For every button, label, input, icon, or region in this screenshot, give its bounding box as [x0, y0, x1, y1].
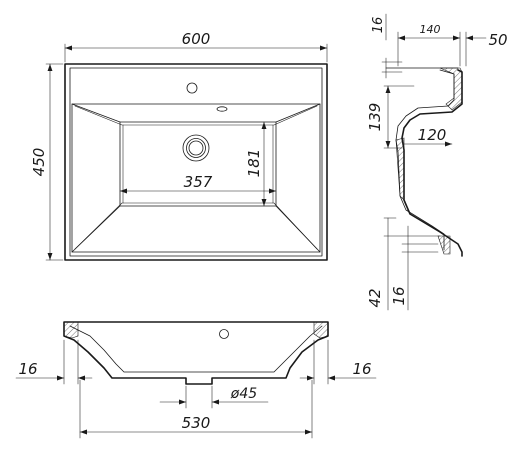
side-hatch-back	[395, 137, 405, 201]
dim-front-left-wall: 16	[18, 360, 37, 378]
tap-hole-icon	[186, 82, 198, 94]
side-hatch-top	[439, 67, 463, 111]
side-hatch-bottom	[437, 235, 451, 255]
plan-rim	[69, 67, 323, 257]
plan-view: 600 450 357 181	[30, 30, 328, 261]
dim-depth: 450	[30, 148, 48, 177]
plan-outline	[64, 63, 328, 261]
front-hatch-right	[313, 321, 329, 339]
dim-bowl-depth: 181	[245, 149, 263, 178]
front-hatch-left	[63, 321, 79, 339]
dim-side-bottom-height: 42	[366, 288, 384, 307]
dim-top-width: 600	[182, 30, 211, 48]
front-section: 16 16 ø45 530	[15, 321, 377, 439]
plan-front-slope-inner	[74, 202, 318, 250]
plan-back-slope	[71, 103, 321, 123]
drain-outer-icon	[182, 134, 210, 162]
front-overflow-icon	[219, 329, 229, 339]
dim-bottom-width: 530	[182, 414, 211, 432]
plan-front-slope	[71, 205, 321, 253]
dim-bowl-width: 357	[184, 173, 213, 191]
front-profile-outer	[63, 321, 329, 385]
dim-side-bowl-height: 139	[366, 103, 384, 132]
dim-side-top-thickness: 16	[371, 17, 386, 34]
overflow-icon	[216, 106, 228, 112]
dim-side-bowl-depth: 120	[418, 126, 447, 144]
dim-side-rear-width: 140	[420, 23, 441, 36]
dim-front-right-wall: 16	[352, 360, 371, 378]
plan-back-slope-inner	[74, 105, 318, 126]
dim-drain-diameter: ø45	[230, 386, 257, 402]
dim-side-front-lip: 50	[488, 31, 507, 49]
drain-inner-icon	[188, 140, 204, 156]
drain-ring-icon	[186, 138, 206, 158]
front-profile-inner	[69, 325, 323, 373]
side-profile-outer	[401, 69, 463, 257]
dim-side-bottom-thickness: 16	[390, 286, 408, 305]
side-section: 16 140 50 139 120 42 16	[366, 13, 508, 311]
